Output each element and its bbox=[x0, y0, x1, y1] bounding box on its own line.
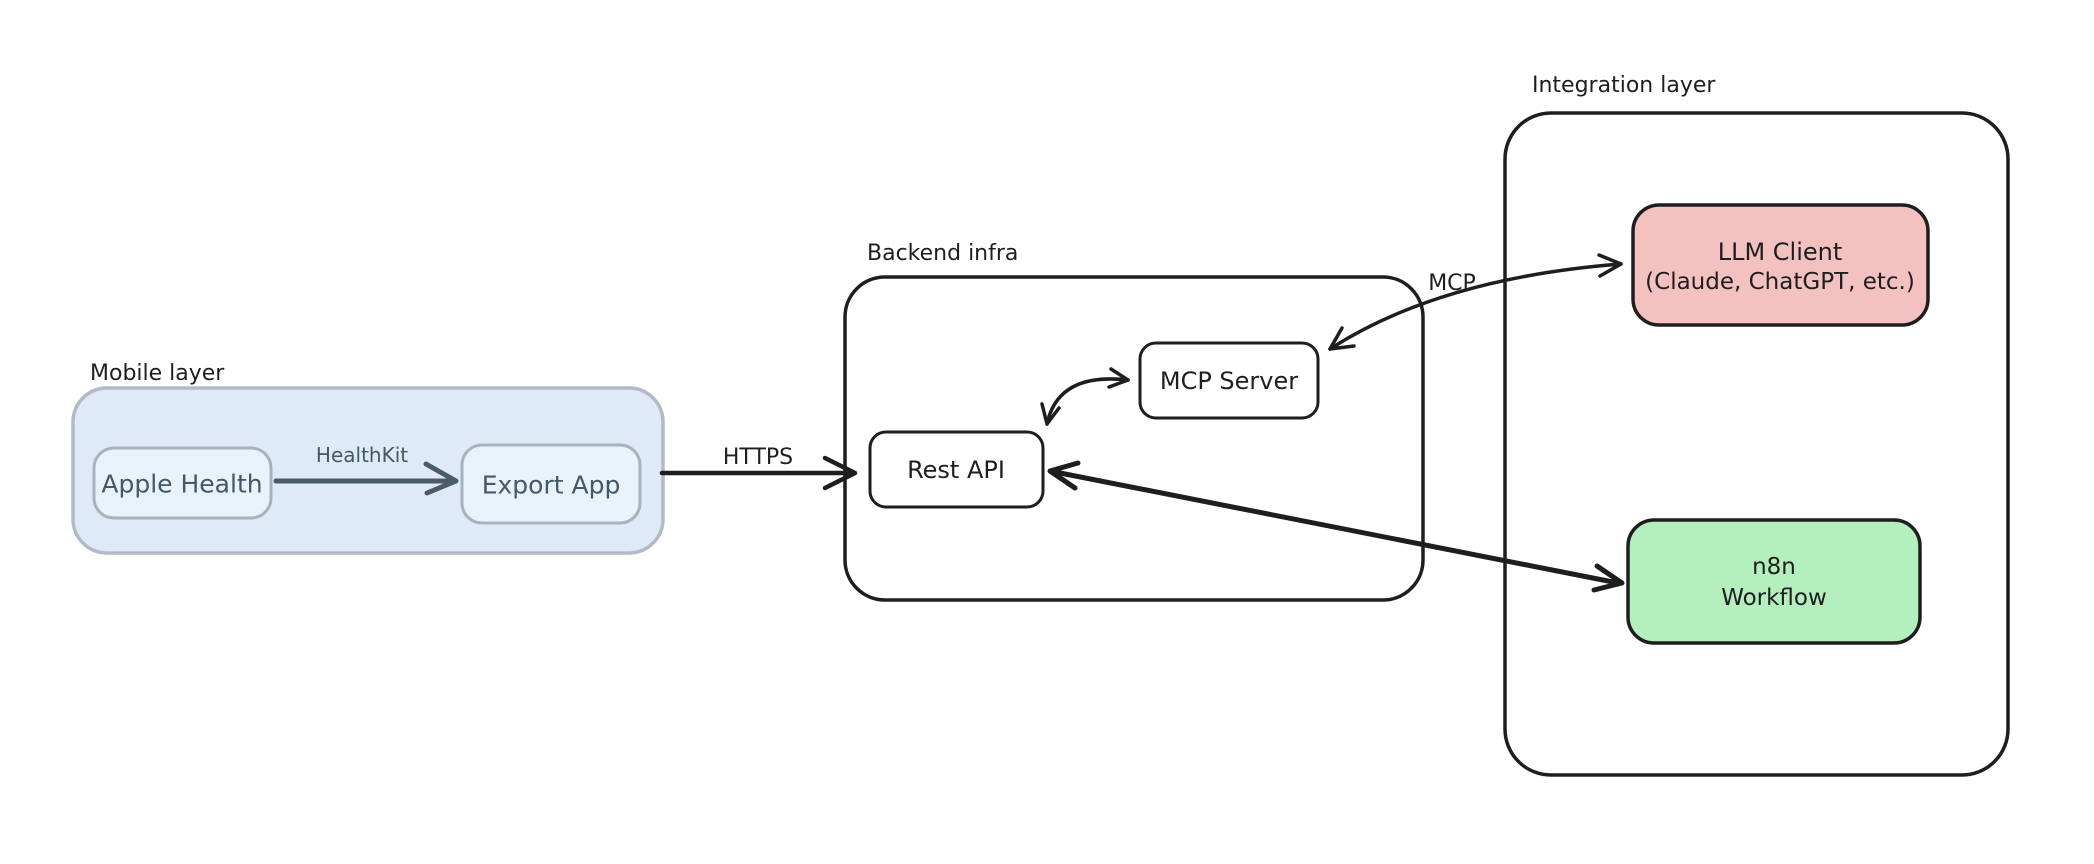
rest-api-box bbox=[868, 430, 1045, 509]
node-mcp-server: MCP Server bbox=[1138, 341, 1320, 420]
export-app-box bbox=[460, 443, 642, 525]
backend-infra-container bbox=[843, 275, 1425, 602]
mcp-llm-client-arrow: MCP bbox=[1328, 253, 1623, 351]
integration-layer-group: Integration layer LLM Client (Claude, Ch… bbox=[1503, 73, 2010, 777]
node-n8n-workflow: n8n Workflow bbox=[1626, 518, 1922, 645]
mobile-layer-group: Mobile layer Apple Health Export App Hea… bbox=[71, 361, 665, 555]
node-export-app: Export App bbox=[460, 443, 642, 525]
n8n-arrowhead-icon bbox=[1591, 563, 1625, 593]
llm-client-label-line1: LLM Client bbox=[1718, 238, 1843, 266]
mcp-arrow-label: MCP bbox=[1428, 271, 1476, 296]
https-arrow-label: HTTPS bbox=[723, 445, 793, 470]
mcp-rest-arrowhead-icon bbox=[1107, 367, 1130, 389]
llm-client-box bbox=[1631, 203, 1930, 327]
rest-api-n8n-arrow bbox=[1047, 460, 1625, 593]
integration-layer-container bbox=[1503, 111, 2010, 777]
apple-health-box bbox=[92, 446, 273, 520]
rest-api-mcp-server-arrow bbox=[1040, 367, 1130, 426]
https-arrow: HTTPS bbox=[659, 445, 858, 491]
n8n-workflow-label-line2: Workflow bbox=[1721, 585, 1827, 611]
llm-client-label-line2: (Claude, ChatGPT, etc.) bbox=[1645, 269, 1915, 295]
https-arrowhead-icon bbox=[822, 455, 858, 491]
rest-mcp-arrowhead-icon bbox=[1040, 402, 1061, 426]
backend-infra-label: Backend infra bbox=[867, 241, 1018, 266]
rest-api-arrowhead-icon bbox=[1047, 460, 1081, 491]
healthkit-arrowhead-icon bbox=[423, 461, 459, 496]
llm-client-arrowhead-icon bbox=[1597, 253, 1623, 278]
rest-api-label: Rest API bbox=[907, 456, 1005, 484]
node-apple-health: Apple Health bbox=[92, 446, 273, 520]
mobile-layer-label: Mobile layer bbox=[90, 361, 225, 386]
rest-n8n-arrow-line bbox=[1052, 469, 1621, 586]
node-llm-client: LLM Client (Claude, ChatGPT, etc.) bbox=[1631, 203, 1930, 327]
apple-health-label: Apple Health bbox=[101, 470, 262, 499]
healthkit-arrow-label: HealthKit bbox=[316, 443, 408, 467]
export-app-label: Export App bbox=[482, 471, 621, 500]
healthkit-arrow: HealthKit bbox=[273, 443, 459, 496]
n8n-workflow-label-line1: n8n bbox=[1752, 554, 1796, 580]
mcp-server-label: MCP Server bbox=[1160, 367, 1298, 395]
mcp-llm-arrow-line bbox=[1328, 262, 1623, 351]
n8n-workflow-box bbox=[1626, 518, 1922, 645]
mcp-server-box bbox=[1138, 341, 1320, 420]
rest-mcp-arrow-line bbox=[1045, 377, 1130, 426]
backend-infra-group: Backend infra Rest API MCP Server bbox=[843, 241, 1425, 602]
mcp-server-arrowhead-icon bbox=[1328, 326, 1356, 351]
integration-layer-label: Integration layer bbox=[1532, 73, 1716, 98]
node-rest-api: Rest API bbox=[868, 430, 1045, 509]
